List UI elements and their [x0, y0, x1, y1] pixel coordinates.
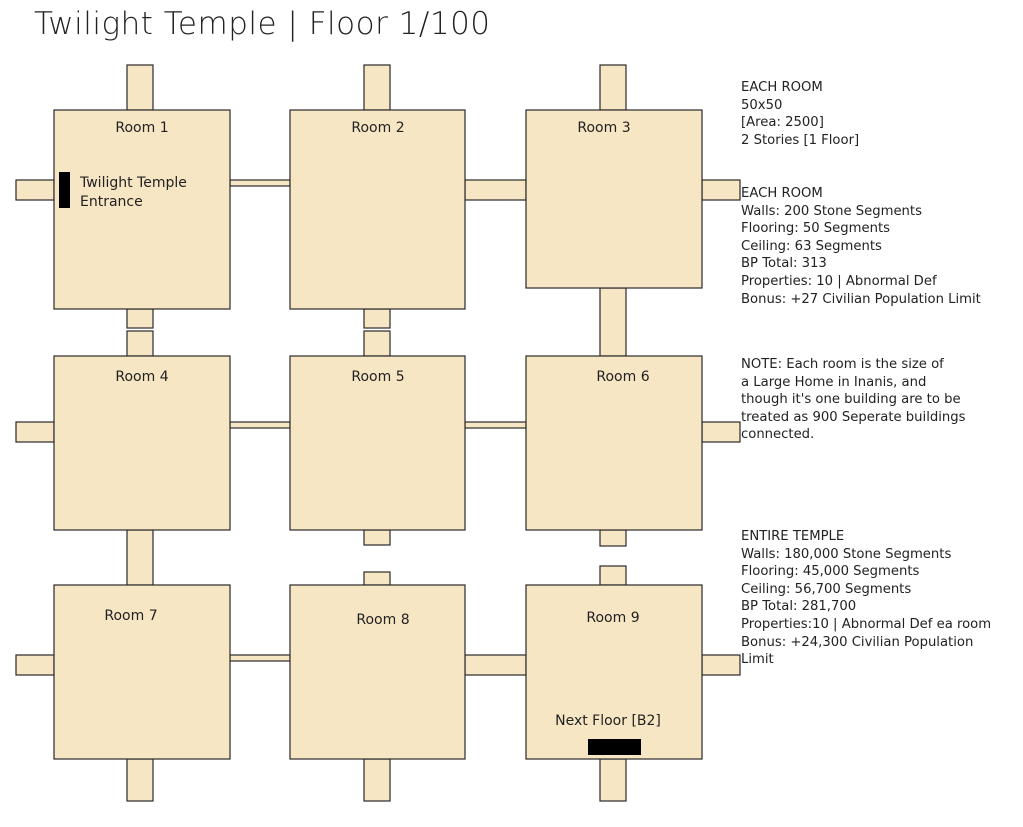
corridor — [126, 64, 154, 111]
corridor — [363, 308, 391, 329]
info-line: Flooring: 50 Segments — [741, 221, 891, 237]
info-line: Walls: 180,000 Stone Segments — [741, 546, 952, 562]
corridor — [229, 654, 291, 662]
corridor — [126, 529, 154, 586]
room-5[interactable] — [289, 355, 466, 531]
info-line: Flooring: 45,000 Segments — [741, 564, 920, 580]
corridor — [599, 64, 627, 111]
room-7[interactable] — [53, 584, 231, 760]
corridor — [599, 758, 627, 802]
info-line: BP Total: 281,700 — [741, 599, 857, 615]
info-line: treated as 900 Seperate buildings — [741, 409, 966, 425]
corridor — [599, 529, 627, 547]
corridor — [701, 421, 741, 443]
corridor — [363, 758, 391, 802]
info-line: Bonus: +27 Civilian Population Limit — [741, 291, 981, 307]
info-line: NOTE: Each room is the size of — [741, 357, 944, 372]
corridors — [15, 64, 741, 802]
room-1-label: Room 1 — [115, 120, 168, 136]
info-line: 2 Stories [1 Floor] — [741, 132, 860, 148]
corridor — [363, 571, 391, 586]
corridor — [229, 421, 291, 429]
info-line: EACH ROOM — [741, 80, 823, 95]
room-1[interactable] — [53, 109, 231, 310]
corridor — [701, 654, 741, 676]
info-line: Ceiling: 56,700 Segments — [741, 581, 912, 597]
corridor — [599, 565, 627, 586]
room-8-label: Room 8 — [356, 612, 409, 628]
corridor — [15, 654, 55, 676]
room-3-label: Room 3 — [577, 120, 630, 136]
corridor — [15, 421, 55, 443]
corridor — [599, 287, 627, 357]
room-7-label: Room 7 — [104, 608, 157, 624]
entrance-label-line2: Entrance — [80, 194, 143, 210]
corridor — [363, 330, 391, 357]
corridor — [464, 179, 527, 201]
next-floor-marker[interactable] — [588, 739, 641, 755]
corridor — [464, 421, 527, 429]
info-line: Bonus: +24,300 Civilian Population — [741, 634, 974, 650]
info-line: connected. — [741, 427, 815, 443]
next-floor-label: Next Floor [B2] — [555, 713, 661, 729]
corridor — [15, 179, 55, 201]
room-8[interactable] — [289, 584, 466, 760]
room-4[interactable] — [53, 355, 231, 531]
room-2-label: Room 2 — [351, 120, 404, 136]
info-line: a Large Home in Inanis, and — [741, 374, 927, 390]
corridor — [363, 529, 391, 546]
entrance-marker[interactable] — [59, 172, 70, 208]
info-line: [Area: 2500] — [741, 115, 824, 131]
rooms — [53, 109, 703, 760]
temple-info: ENTIRE TEMPLE Walls: 180,000 Stone Segmen… — [741, 528, 991, 669]
room-9[interactable] — [525, 584, 703, 760]
corridor — [464, 654, 527, 676]
room-6[interactable] — [525, 355, 703, 531]
room-9-label: Room 9 — [586, 610, 639, 626]
room-2[interactable] — [289, 109, 466, 310]
corridor — [126, 308, 154, 329]
corridor — [229, 179, 291, 187]
info-line: 50x50 — [741, 97, 783, 113]
room-6-label: Room 6 — [596, 369, 649, 385]
info-line: Walls: 200 Stone Segments — [741, 203, 922, 219]
info-line: BP Total: 313 — [741, 256, 827, 272]
map-title: Twilight Temple | Floor 1/100 — [34, 6, 491, 42]
info-line: EACH ROOM — [741, 186, 823, 201]
info-line: though it's one building are to be — [741, 392, 961, 408]
info-line: Limit — [741, 652, 774, 668]
info-line: Ceiling: 63 Segments — [741, 238, 882, 254]
room-3[interactable] — [525, 109, 703, 289]
corridor — [701, 179, 741, 201]
corridor — [126, 758, 154, 802]
info-line: Properties: 10 | Abnormal Def — [741, 273, 937, 289]
note-info: NOTE: Each room is the size of a Large Ho… — [741, 356, 966, 444]
entrance-label-line1: Twilight Temple — [79, 175, 187, 191]
room-4-label: Room 4 — [115, 369, 168, 385]
info-line: ENTIRE TEMPLE — [741, 529, 845, 544]
info-line: Properties:10 | Abnormal Def ea room — [741, 616, 992, 632]
corridor — [126, 330, 154, 357]
room-5-label: Room 5 — [351, 369, 404, 385]
corridor — [363, 64, 391, 111]
room-size-info: EACH ROOM 50x50 [Area: 2500]2 Stories [1 F… — [741, 79, 859, 149]
